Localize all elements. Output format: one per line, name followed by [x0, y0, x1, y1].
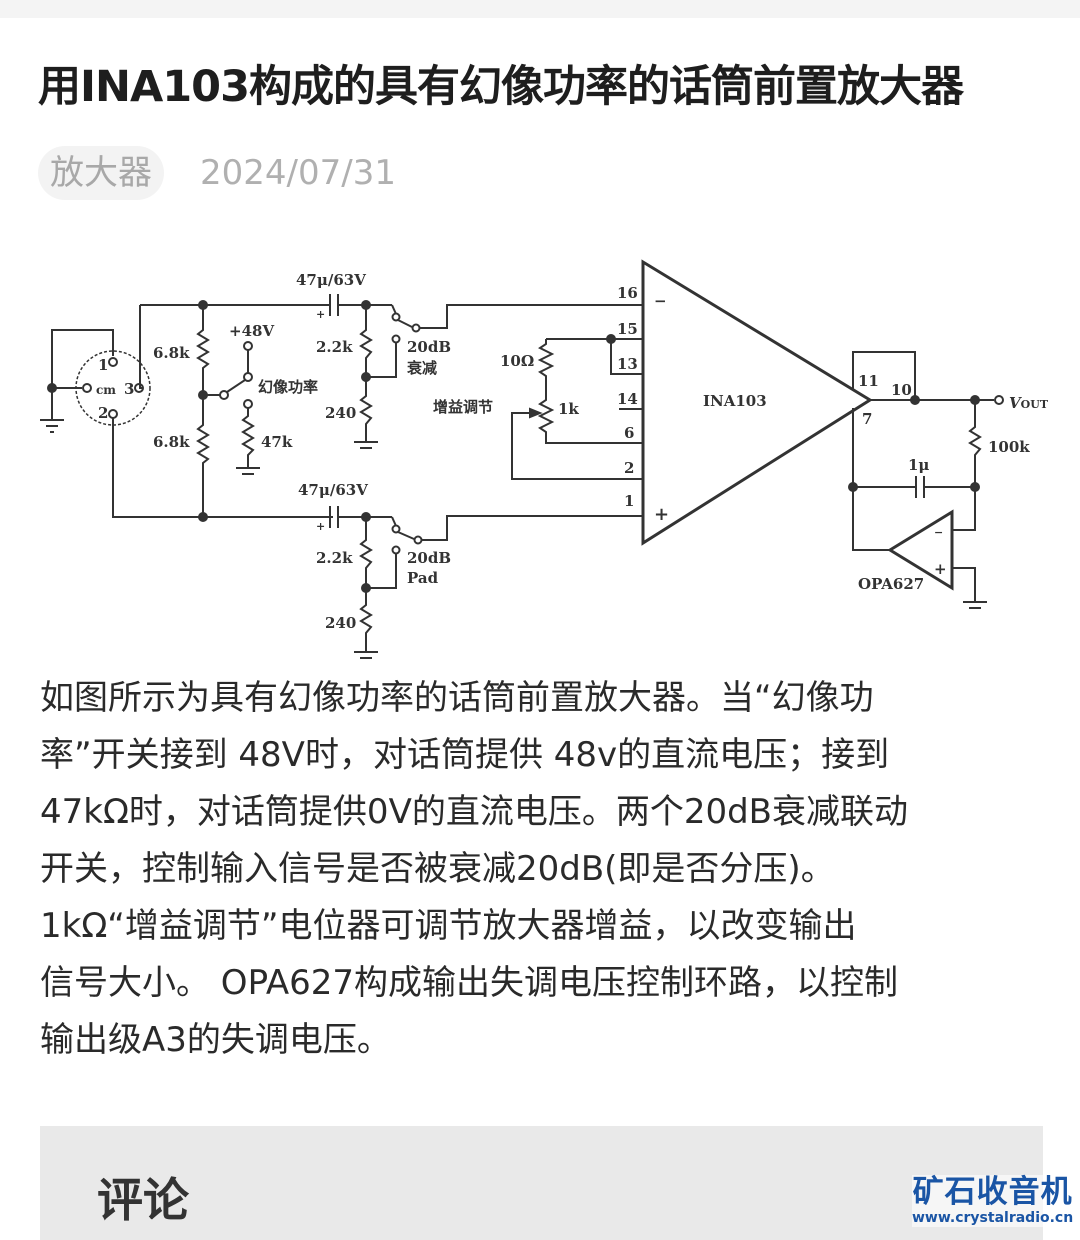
cap-bottom-plus: +: [316, 520, 325, 533]
pin11-label: 11: [858, 372, 879, 390]
pin-label: 13: [617, 355, 638, 373]
watermark-url: www.crystalradio.cn: [912, 1210, 1074, 1226]
r10-label: 10Ω: [500, 352, 534, 370]
mic-pin2-label: 2: [98, 404, 108, 422]
cap-top-plus: +: [316, 308, 325, 321]
pin-label: 6: [624, 424, 634, 442]
body-line: 1kΩ“增益调节”电位器可调节放大器增益，以改变输出: [40, 906, 857, 946]
ina-minus: −: [654, 292, 667, 310]
pin-label: 1: [624, 492, 634, 510]
circuit-diagram: 1 cm 3 2 6.8k 6.8k +48V 幻像功率 47k 47μ/63V…: [40, 259, 1049, 659]
r47k-label: 47k: [261, 433, 293, 451]
r240-bottom-label: 240: [325, 614, 356, 632]
watermark-name: 矿石收音机: [912, 1174, 1073, 1210]
phantom-label: 幻像功率: [258, 378, 318, 396]
pin10-label: 10: [891, 381, 912, 399]
mic-connector: 1 cm 3 2: [40, 305, 333, 518]
mic-pin3-label: 3: [124, 380, 134, 398]
opa-plus: +: [934, 560, 947, 578]
publish-date: 2024/07/31: [200, 153, 396, 193]
comments-section: 评论: [40, 1126, 1043, 1240]
gain-adjust-label: 增益调节: [433, 398, 493, 416]
r68k-bottom-label: 6.8k: [153, 433, 190, 451]
body-line: 如图所示为具有幻像功率的话筒前置放大器。当“幻像功: [40, 678, 874, 718]
page-title: 用INA103构成的具有幻像功率的话筒前置放大器: [38, 62, 964, 112]
body-line: 信号大小。 OPA627构成输出失调电压控制环路，以控制: [40, 963, 899, 1003]
mic-pin1-label: 1: [98, 356, 108, 374]
pin-label: 15: [617, 320, 638, 338]
opa-minus: −: [934, 526, 943, 539]
pin-label: 2: [624, 459, 634, 477]
opa627-label: OPA627: [858, 575, 924, 593]
r22k-top-label: 2.2k: [316, 338, 353, 356]
body-line: 输出级A3的失调电压。: [40, 1020, 391, 1060]
body-line: 率”开关接到 48V时，对话筒提供 48v的直流电压；接到: [40, 735, 890, 775]
pin-label: 14: [617, 390, 638, 408]
mic-cm-label: cm: [96, 383, 116, 397]
cap-1u-label: 1μ: [908, 456, 929, 474]
watermark-logo: 矿石收音机 www.crystalradio.cn: [912, 1174, 1074, 1227]
r22k-bottom-label: 2.2k: [316, 549, 353, 567]
r240-top-label: 240: [325, 404, 356, 422]
pad-bottom-label-2: Pad: [407, 569, 439, 587]
ina103-label: INA103: [703, 392, 767, 410]
pad-top-label-2: 衰减: [406, 359, 437, 377]
v48-label: +48V: [229, 322, 274, 340]
pin-label: 16: [617, 284, 638, 302]
cap-top-label: 47μ/63V: [296, 271, 366, 289]
top-bar: [0, 0, 1080, 18]
body-line: 47kΩ时，对话筒提供0V的直流电压。两个20dB衰减联动: [40, 792, 908, 832]
r100k-label: 100k: [988, 438, 1030, 456]
r68k-top-label: 6.8k: [153, 344, 190, 362]
ina-plus: +: [654, 504, 669, 525]
article-body: 如图所示为具有幻像功率的话筒前置放大器。当“幻像功 率”开关接到 48V时，对话…: [40, 670, 1040, 1069]
r1k-label: 1k: [558, 400, 579, 418]
cap-bottom-label: 47μ/63V: [298, 481, 368, 499]
body-line: 开关，控制输入信号是否被衰减20dB(即是否分压)。: [40, 849, 835, 889]
category-tag[interactable]: 放大器: [38, 146, 164, 200]
pad-top-label: 20dB: [407, 338, 451, 356]
vout-label: VOUT: [1009, 394, 1049, 412]
comments-title: 评论: [97, 1173, 189, 1227]
pad-bottom-label: 20dB: [407, 549, 451, 567]
pin7-label: 7: [862, 410, 872, 428]
